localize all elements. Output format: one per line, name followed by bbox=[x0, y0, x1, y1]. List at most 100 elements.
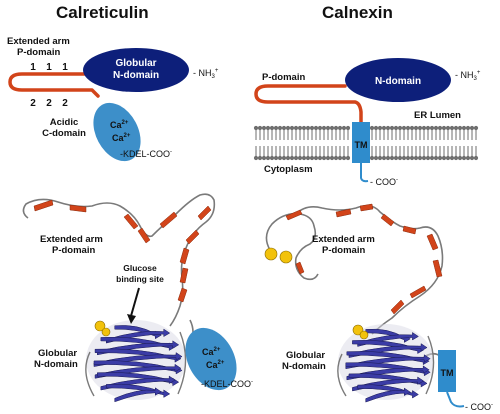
lipid-tail bbox=[299, 146, 301, 156]
lipid-head bbox=[393, 155, 399, 161]
lipid-tail bbox=[455, 146, 457, 156]
lipid-head bbox=[473, 125, 479, 131]
lipid-head bbox=[461, 125, 467, 131]
beta-strand bbox=[94, 348, 182, 363]
lipid-tail bbox=[435, 146, 437, 156]
lipid-head bbox=[425, 125, 431, 131]
lipid-head bbox=[445, 155, 451, 161]
calnexin-title: Calnexin bbox=[322, 3, 393, 22]
lipid-tail bbox=[391, 146, 393, 156]
lipid-tail bbox=[275, 130, 277, 140]
loop-coil bbox=[337, 335, 435, 397]
lipid-tail bbox=[459, 146, 461, 156]
globular-label-line2: N-domain bbox=[113, 70, 159, 81]
lipid-head bbox=[261, 155, 267, 161]
lipid-tail bbox=[323, 130, 325, 140]
crt-extended-arm-label-line1: Extended arm bbox=[40, 234, 103, 245]
lipid-head bbox=[449, 155, 455, 161]
lipid-tail bbox=[375, 130, 377, 140]
calreticulin-structure: Extended arm P-domain Glucose binding si… bbox=[22, 193, 253, 403]
lipid-head bbox=[457, 125, 463, 131]
lipid-tail bbox=[471, 130, 473, 140]
crt-calcium-label-2: Ca2+ bbox=[206, 360, 225, 370]
lipid-head bbox=[377, 155, 383, 161]
lipid-tail bbox=[383, 146, 385, 156]
beta-strand bbox=[365, 387, 411, 403]
repeat-1c: 1 bbox=[62, 62, 68, 73]
lipid-head bbox=[341, 125, 347, 131]
lipid-head bbox=[405, 125, 411, 131]
lipid-head bbox=[469, 155, 475, 161]
lipid-head bbox=[381, 155, 387, 161]
lipid-tail bbox=[263, 130, 265, 140]
lipid-tail bbox=[315, 146, 317, 156]
beta-strand bbox=[345, 362, 431, 377]
lipid-head bbox=[293, 155, 299, 161]
globular-label-line1: Globular bbox=[115, 58, 156, 69]
lipid-tail bbox=[271, 146, 273, 156]
beta-strand bbox=[365, 328, 411, 343]
calnexin-coo-label: - COO- bbox=[370, 177, 398, 187]
lipid-head bbox=[337, 125, 343, 131]
lipid-head bbox=[297, 155, 303, 161]
lipid-head bbox=[273, 155, 279, 161]
lipid-head bbox=[289, 125, 295, 131]
lipid-tail bbox=[387, 130, 389, 140]
lipid-head bbox=[417, 155, 423, 161]
repeat-1b: 1 bbox=[46, 62, 52, 73]
lipid-tail bbox=[435, 130, 437, 140]
lipid-tail bbox=[415, 130, 417, 140]
lipid-tail bbox=[347, 130, 349, 140]
arm-strand-8 bbox=[179, 247, 190, 265]
lipid-head bbox=[405, 155, 411, 161]
lipid-tail bbox=[255, 130, 257, 140]
beta-strand bbox=[357, 384, 419, 399]
lipid-tail bbox=[339, 130, 341, 140]
lipid-head bbox=[465, 155, 471, 161]
tm-segment bbox=[352, 122, 370, 163]
beta-strand bbox=[100, 336, 176, 351]
lipid-head bbox=[461, 155, 467, 161]
lipid-tail bbox=[403, 146, 405, 156]
lipid-head bbox=[269, 125, 275, 131]
lipid-head bbox=[345, 155, 351, 161]
lipid-tail bbox=[463, 146, 465, 156]
lipid-head bbox=[377, 125, 383, 131]
lipid-head bbox=[389, 155, 395, 161]
lipid-head bbox=[413, 125, 419, 131]
lipid-head bbox=[413, 155, 419, 161]
lipid-head bbox=[389, 125, 395, 131]
lipid-head bbox=[301, 155, 307, 161]
lipid-tail bbox=[439, 146, 441, 156]
lipid-head bbox=[261, 125, 267, 131]
lipid-tail bbox=[395, 146, 397, 156]
lipid-head bbox=[265, 125, 271, 131]
lipid-tail bbox=[299, 130, 301, 140]
beta-strand bbox=[106, 383, 171, 398]
cnx-extended-arm-label-line2: P-domain bbox=[322, 245, 365, 256]
lipid-head bbox=[313, 155, 319, 161]
arm-strand-1 bbox=[33, 199, 54, 212]
lipid-tail bbox=[443, 146, 445, 156]
lipid-tail bbox=[339, 146, 341, 156]
er-lumen-label: ER Lumen bbox=[414, 110, 461, 121]
calnexin-structure: Extended arm P-domain Globular N-domain … bbox=[264, 203, 493, 412]
lipid-tail bbox=[383, 130, 385, 140]
repeat-2a: 2 bbox=[30, 98, 36, 109]
arm-strand-2 bbox=[69, 204, 87, 213]
glucose-label-line2: binding site bbox=[116, 274, 164, 284]
glucose-label-line1: Glucose bbox=[123, 263, 157, 273]
lipid-tail bbox=[319, 130, 321, 140]
lipid-head bbox=[425, 155, 431, 161]
cytoplasmic-tail bbox=[360, 163, 369, 183]
lipid-tail bbox=[331, 130, 333, 140]
lipid-head bbox=[385, 155, 391, 161]
calreticulin-schematic: Globular N-domain - NH3+ Extended arm P-… bbox=[7, 36, 219, 162]
lipid-head bbox=[309, 125, 315, 131]
lipid-head bbox=[429, 125, 435, 131]
lipid-tail bbox=[275, 146, 277, 156]
lipid-tail bbox=[371, 130, 373, 140]
lipid-tail bbox=[255, 146, 257, 156]
lipid-head bbox=[285, 125, 291, 131]
lipid-tail bbox=[379, 146, 381, 156]
